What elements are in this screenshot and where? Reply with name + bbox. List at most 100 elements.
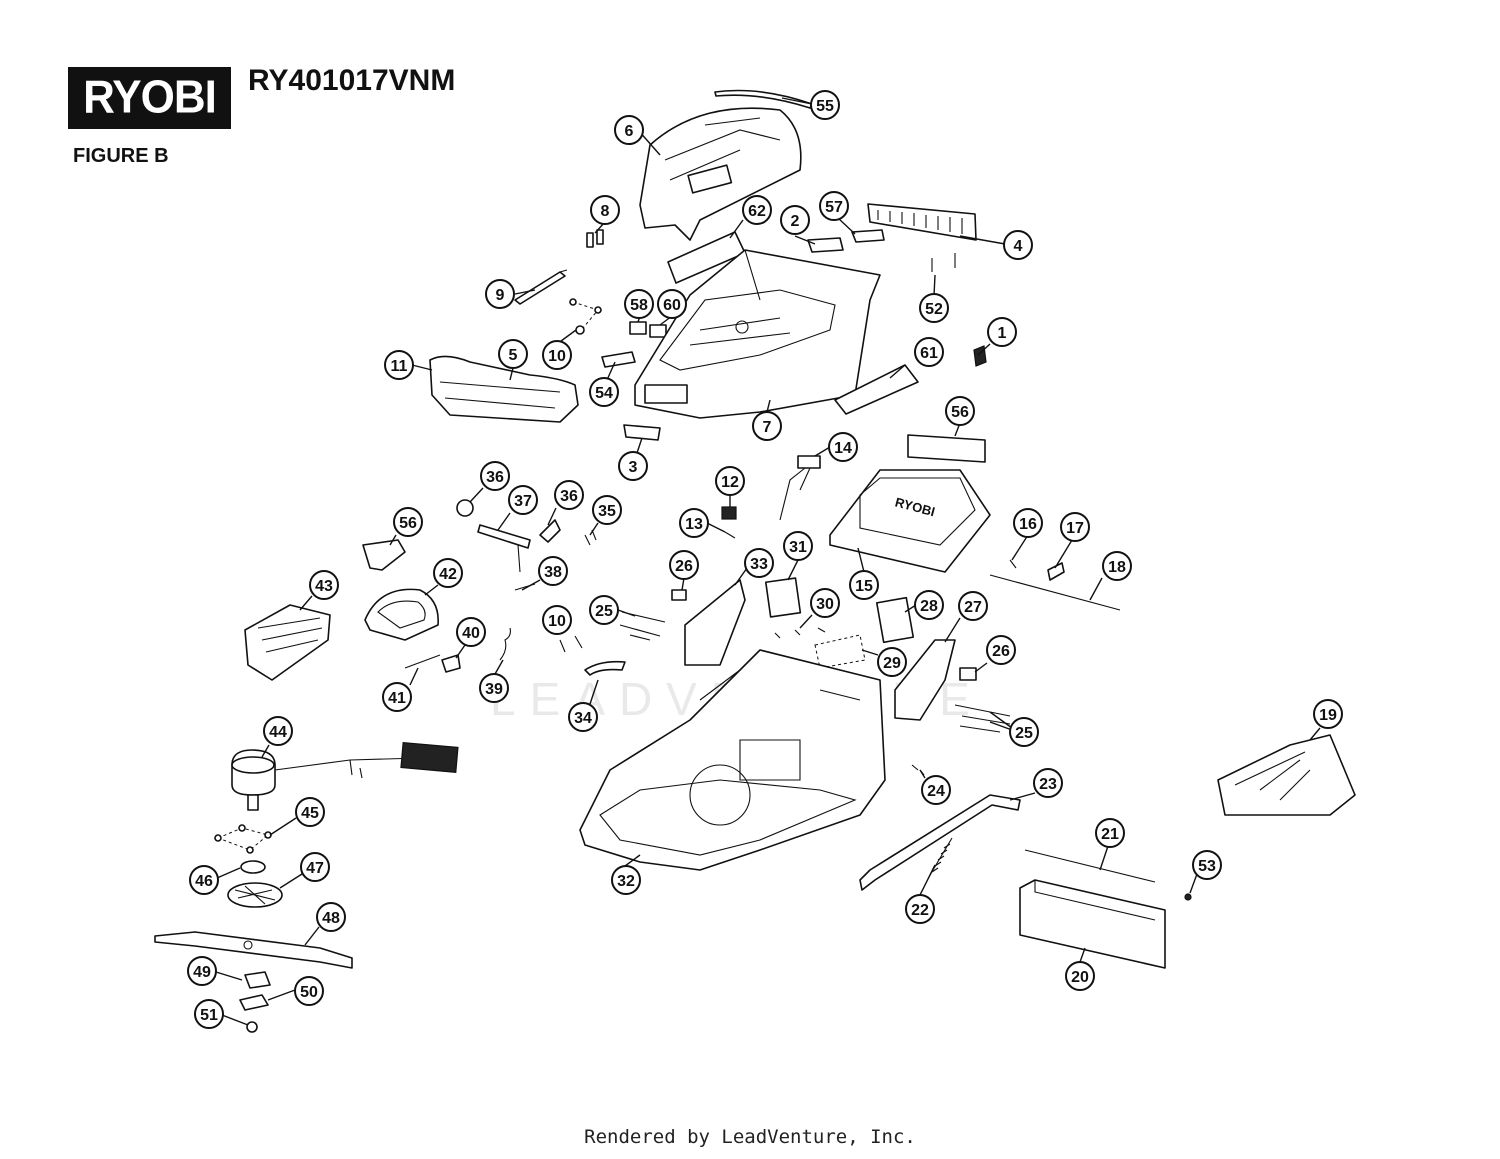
callout-5: 5 [498, 339, 528, 369]
callout-19: 19 [1313, 699, 1343, 729]
callout-15: 15 [849, 570, 879, 600]
callout-label: 10 [548, 613, 566, 630]
callout-25-right: 25 [1009, 717, 1039, 747]
callout-label: 38 [544, 564, 562, 581]
callout-label: 57 [825, 199, 843, 216]
callout-label: 25 [1015, 725, 1033, 742]
callout-55: 55 [810, 90, 840, 120]
callout-label: 26 [992, 643, 1010, 660]
callout-label: 58 [630, 297, 648, 314]
callout-47: 47 [300, 852, 330, 882]
callout-label: 12 [721, 474, 739, 491]
ryobi-logo: RYOBI [68, 67, 231, 129]
callout-62: 62 [742, 195, 772, 225]
part-56-upper-label [907, 434, 986, 463]
callout-label: 14 [834, 440, 852, 457]
callout-label: 2 [791, 213, 800, 230]
callout-label: 28 [920, 598, 938, 615]
callout-17: 17 [1060, 512, 1090, 542]
callout-label: 44 [269, 724, 287, 741]
callout-31: 31 [783, 531, 813, 561]
callout-label: 13 [685, 516, 703, 533]
callout-label: 42 [439, 566, 457, 583]
callout-18: 18 [1102, 551, 1132, 581]
callout-label: 23 [1039, 776, 1057, 793]
callout-label: 56 [951, 404, 969, 421]
part-5-cover [429, 355, 579, 423]
callout-25-left: 25 [589, 595, 619, 625]
callout-label: 35 [598, 503, 616, 520]
callout-label: 27 [964, 599, 982, 616]
footer-credit: Rendered by LeadVenture, Inc. [584, 1126, 916, 1148]
callout-label: 16 [1019, 516, 1037, 533]
callout-label: 34 [574, 710, 592, 727]
callout-label: 56 [399, 515, 417, 532]
callout-43: 43 [309, 570, 339, 600]
callout-40: 40 [456, 617, 486, 647]
callout-42: 42 [433, 558, 463, 588]
callout-label: 41 [388, 690, 406, 707]
callout-label: 3 [629, 459, 638, 476]
callout-label: 62 [748, 203, 766, 220]
callout-33: 33 [744, 548, 774, 578]
callout-6: 6 [614, 115, 644, 145]
callout-label: 22 [911, 902, 929, 919]
callout-label: 36 [560, 488, 578, 505]
part-61-label [834, 364, 919, 415]
callout-46: 46 [189, 865, 219, 895]
figure-label: FIGURE B [73, 145, 169, 167]
callout-36-right: 36 [554, 480, 584, 510]
callout-label: 19 [1319, 707, 1337, 724]
callout-label: 36 [486, 469, 504, 486]
callout-label: 49 [193, 964, 211, 981]
callout-label: 29 [883, 655, 901, 672]
ryobi-logo-text: RYOBI [83, 71, 217, 124]
callout-label: 40 [462, 625, 480, 642]
callout-label: 6 [625, 123, 634, 140]
callout-38: 38 [538, 556, 568, 586]
callout-13: 13 [679, 508, 709, 538]
callout-label: 9 [496, 287, 505, 304]
callout-label: 31 [789, 539, 807, 556]
callout-label: 32 [617, 873, 635, 890]
callout-32: 32 [611, 865, 641, 895]
callout-14: 14 [828, 432, 858, 462]
callout-56-lower: 56 [393, 507, 423, 537]
callout-label: 24 [927, 783, 945, 800]
callout-label: 47 [306, 860, 324, 877]
callout-label: 48 [322, 910, 340, 927]
callout-23: 23 [1033, 768, 1063, 798]
callout-label: 1 [998, 325, 1007, 342]
callout-label: 43 [315, 578, 333, 595]
callout-3: 3 [618, 451, 648, 481]
part-15-battery-cover [829, 469, 991, 573]
callout-52: 52 [919, 293, 949, 323]
callout-label: 8 [601, 203, 610, 220]
callout-9: 9 [485, 279, 515, 309]
part-43-rear-flap [244, 604, 331, 681]
callout-label: 39 [485, 681, 503, 698]
part-23-lever [859, 794, 1021, 891]
callout-label: 26 [675, 558, 693, 575]
callout-label: 7 [763, 419, 772, 436]
callout-2: 2 [780, 205, 810, 235]
model-number: RY401017VNM [248, 64, 456, 97]
callout-60: 60 [657, 289, 687, 319]
callout-45: 45 [295, 797, 325, 827]
callout-label: 21 [1101, 826, 1119, 843]
part-42-frame [364, 588, 439, 641]
callout-29: 29 [877, 647, 907, 677]
callout-50: 50 [294, 976, 324, 1006]
callout-44: 44 [263, 716, 293, 746]
callout-35: 35 [592, 495, 622, 525]
callout-label: 5 [509, 347, 518, 364]
callout-10-lower: 10 [542, 605, 572, 635]
callout-30: 30 [810, 588, 840, 618]
callout-10-upper: 10 [542, 340, 572, 370]
callouts: 1 2 3 4 5 6 7 8 9 10 10 11 12 13 14 15 1… [187, 90, 1343, 1029]
callout-36-left: 36 [480, 461, 510, 491]
callout-label: 15 [855, 578, 873, 595]
part-4-grip [867, 203, 977, 241]
callout-label: 10 [548, 348, 566, 365]
callout-label: 30 [816, 596, 834, 613]
